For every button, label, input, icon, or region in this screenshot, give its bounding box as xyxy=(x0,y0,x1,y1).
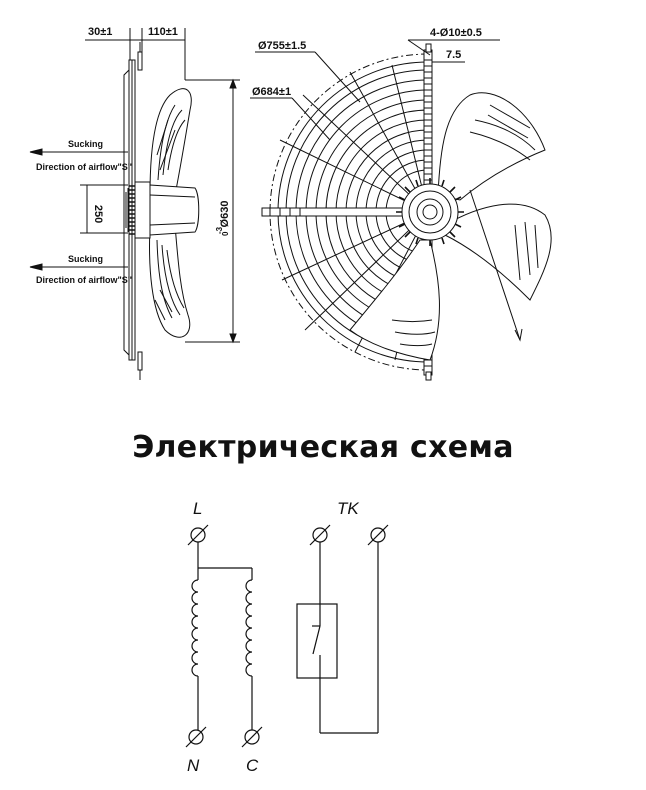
sucking-label-bottom: Sucking xyxy=(68,254,103,264)
fan-side-view xyxy=(29,28,240,380)
fan-front-view xyxy=(250,39,552,381)
terminal-c-label: C xyxy=(246,756,259,775)
dim-250-label: 250 xyxy=(92,205,104,223)
dim-684-label: Ø684±1 xyxy=(252,86,291,98)
dim-755-label: Ø755±1.5 xyxy=(258,40,306,52)
dim-630-label: Ø630 xyxy=(219,201,231,228)
dim-7-5-label: 7.5 xyxy=(446,49,461,61)
schematic-title: Электрическая схема xyxy=(132,430,514,465)
terminal-n-label: N xyxy=(187,756,200,775)
airflow-label-top: Direction of airflow"S" xyxy=(36,162,132,172)
airflow-label-bottom: Direction of airflow"S" xyxy=(36,275,132,285)
dim-30-label: 30±1 xyxy=(88,26,112,38)
wiring-schematic xyxy=(185,524,389,748)
dim-110-label: 110±1 xyxy=(148,26,178,38)
dim-630-tolerance-upper: 0 xyxy=(221,231,230,236)
sucking-label-top: Sucking xyxy=(68,139,103,149)
terminal-l-label: L xyxy=(193,499,202,518)
dim-holes-label: 4-Ø10±0.5 xyxy=(430,27,482,39)
terminal-tk-label: TK xyxy=(337,499,359,518)
dim-630-tolerance-lower: -3 xyxy=(215,226,224,234)
